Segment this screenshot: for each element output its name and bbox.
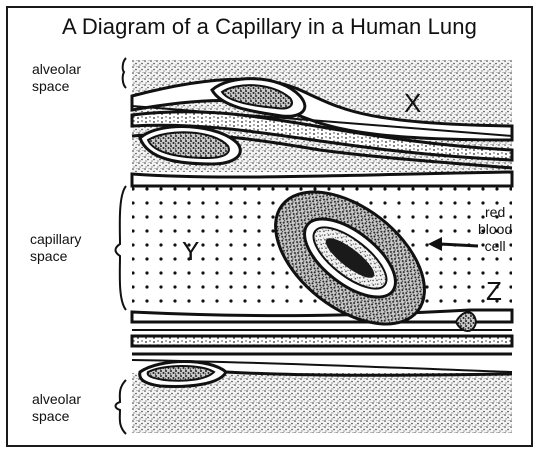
alveolar-space-top-label: alveolar space — [32, 61, 81, 95]
red-blood-cell-label: red blood cell — [478, 204, 512, 255]
bracket-capillary — [116, 186, 127, 310]
letter-y: Y — [182, 236, 199, 267]
label-line: blood — [478, 221, 512, 238]
label-line: capillary — [30, 231, 81, 248]
bracket-alveolar-bottom — [116, 380, 127, 434]
alveolar-space-bottom-label: alveolar space — [32, 391, 81, 425]
label-line: cell — [478, 238, 512, 255]
label-line: alveolar — [32, 61, 81, 78]
capillary-space-label: capillary space — [30, 231, 81, 265]
label-line: space — [32, 408, 81, 425]
label-line: space — [30, 248, 81, 265]
letter-z: Z — [486, 276, 502, 307]
label-line: alveolar — [32, 391, 81, 408]
diagram-title: A Diagram of a Capillary in a Human Lung — [0, 14, 539, 40]
bracket-alveolar-top — [123, 58, 126, 88]
letter-x: X — [404, 88, 421, 119]
label-line: red — [478, 204, 512, 221]
label-line: space — [32, 78, 81, 95]
lower-wall-cell — [140, 362, 226, 387]
